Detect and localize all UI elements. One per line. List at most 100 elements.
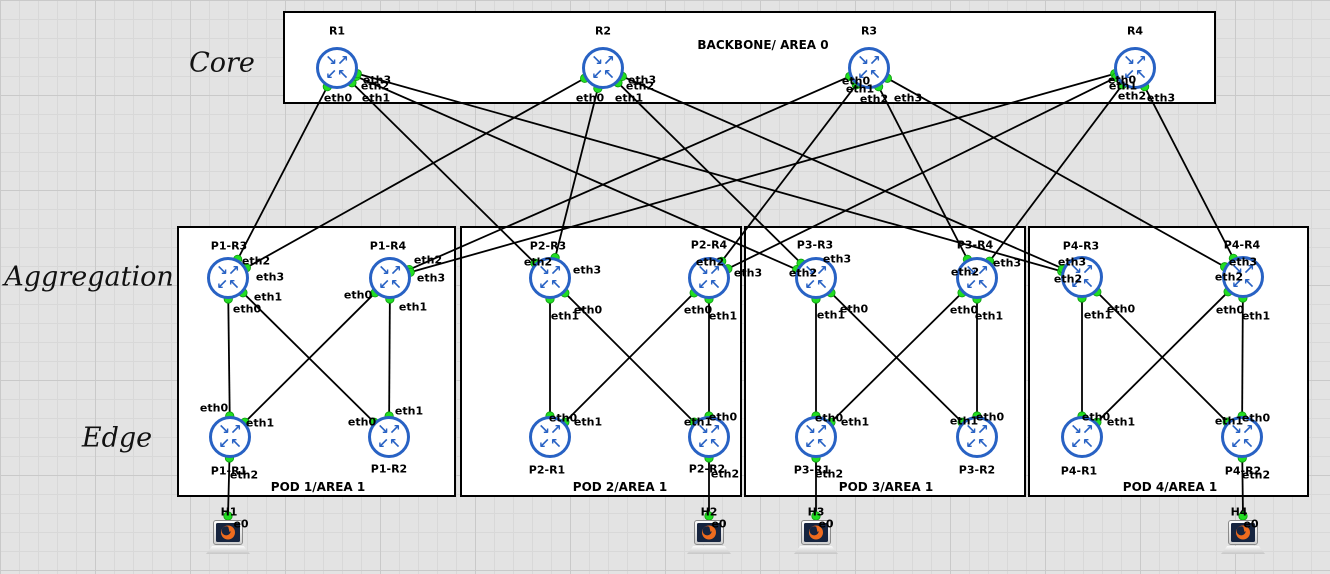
router-icon-arrow: ↖ xyxy=(337,67,349,83)
interface-label: eth3 xyxy=(572,263,602,277)
router-icon-arrow: ↖ xyxy=(389,436,401,452)
interface-label: e0 xyxy=(711,517,727,531)
router-icon-arrow: ↗ xyxy=(390,263,402,279)
router-icon-arrow: ↙ xyxy=(804,436,816,452)
link-line[interactable] xyxy=(1241,297,1244,417)
router-node-P4-R2[interactable]: ↘↗↙↖ xyxy=(1221,416,1263,458)
router-icon-arrow: ↘ xyxy=(538,263,550,279)
router-node-P2-R2[interactable]: ↘↗↙↖ xyxy=(688,416,730,458)
link-line[interactable] xyxy=(244,292,376,423)
zone-label: POD 2/AREA 1 xyxy=(572,480,668,494)
router-icon-arrow: ↘ xyxy=(1070,262,1082,278)
router-node-R1[interactable]: ↘↗↙↖ xyxy=(316,47,358,89)
interface-label: eth1 xyxy=(573,415,603,429)
router-icon-arrow: ↖ xyxy=(550,277,562,293)
router-icon-arrow: ↘ xyxy=(1070,422,1082,438)
host-node-H3[interactable] xyxy=(794,520,838,554)
link-line[interactable] xyxy=(236,86,329,260)
interface-label: eth1 xyxy=(361,91,391,105)
interface-label: eth0 xyxy=(343,288,373,302)
router-icon-arrow: ↗ xyxy=(230,422,242,438)
link-line[interactable] xyxy=(388,298,391,417)
host-node-H2[interactable] xyxy=(687,520,731,554)
router-name-label: R1 xyxy=(328,24,346,38)
zone-label: POD 4/AREA 1 xyxy=(1122,480,1218,494)
router-icon-arrow: ↖ xyxy=(1242,436,1254,452)
router-node-P1-R4[interactable]: ↘↗↙↖ xyxy=(369,257,411,299)
router-icon: ↘↗↙↖ xyxy=(691,260,727,296)
interface-label: eth2 xyxy=(695,255,725,269)
router-node-R3[interactable]: ↘↗↙↖ xyxy=(848,47,890,89)
router-icon: ↘↗↙↖ xyxy=(319,50,355,86)
interface-label: eth2 xyxy=(1053,272,1083,286)
host-icon xyxy=(801,520,831,545)
link-line[interactable] xyxy=(245,77,586,269)
router-node-P2-R3[interactable]: ↘↗↙↖ xyxy=(529,257,571,299)
router-icon: ↘↗↙↖ xyxy=(532,419,568,455)
router-icon: ↘↗↙↖ xyxy=(210,260,246,296)
router-name-label: R3 xyxy=(860,24,878,38)
section-label-core: Core xyxy=(189,47,255,79)
link-line[interactable] xyxy=(1241,457,1244,517)
router-node-P4-R4[interactable]: ↘↗↙↖ xyxy=(1222,256,1264,298)
host-node-H4[interactable] xyxy=(1221,520,1265,554)
link-line[interactable] xyxy=(554,88,599,258)
router-icon-arrow: ↖ xyxy=(977,277,989,293)
router-node-P3-R1[interactable]: ↘↗↙↖ xyxy=(795,416,837,458)
router-node-P4-R3[interactable]: ↘↗↙↖ xyxy=(1061,256,1103,298)
link-line[interactable] xyxy=(721,84,857,262)
interface-label: eth1 xyxy=(816,308,846,322)
host-name-label: H2 xyxy=(700,505,718,519)
link-line[interactable] xyxy=(617,82,802,264)
router-node-P2-R4[interactable]: ↘↗↙↖ xyxy=(688,257,730,299)
interface-label: eth2 xyxy=(788,266,818,280)
router-node-P3-R3[interactable]: ↘↗↙↖ xyxy=(795,257,837,299)
router-icon-arrow: ↘ xyxy=(377,422,389,438)
link-line[interactable] xyxy=(227,298,231,417)
router-node-P1-R2[interactable]: ↘↗↙↖ xyxy=(368,416,410,458)
host-icon-base xyxy=(794,546,838,554)
link-line[interactable] xyxy=(988,84,1124,262)
link-line[interactable] xyxy=(409,72,1116,274)
router-node-R4[interactable]: ↘↗↙↖ xyxy=(1114,47,1156,89)
host-screen-logo xyxy=(216,523,240,542)
router-icon-arrow: ↙ xyxy=(697,436,709,452)
interface-label: eth2 xyxy=(229,468,259,482)
router-name-label: P4-R3 xyxy=(1062,239,1100,253)
router-node-P4-R1[interactable]: ↘↗↙↖ xyxy=(1061,416,1103,458)
host-node-H1[interactable] xyxy=(206,520,250,554)
interface-label: eth1 xyxy=(550,309,580,323)
interface-label: eth3 xyxy=(992,256,1022,270)
interface-label: eth2 xyxy=(360,79,390,93)
router-name-label: P3-R3 xyxy=(796,238,834,252)
router-node-P1-R3[interactable]: ↘↗↙↖ xyxy=(207,257,249,299)
router-icon-arrow: ↘ xyxy=(1230,422,1242,438)
router-icon: ↘↗↙↖ xyxy=(798,260,834,296)
router-icon-arrow: ↙ xyxy=(325,67,337,83)
router-node-P3-R4[interactable]: ↘↗↙↖ xyxy=(956,257,998,299)
router-node-P2-R1[interactable]: ↘↗↙↖ xyxy=(529,416,571,458)
interface-label: eth0 xyxy=(232,302,262,316)
link-line[interactable] xyxy=(408,75,851,271)
link-line[interactable] xyxy=(830,292,963,423)
router-node-P1-R1[interactable]: ↘↗↙↖ xyxy=(209,416,251,458)
link-line[interactable] xyxy=(564,292,695,423)
link-line[interactable] xyxy=(351,82,536,264)
interface-label: eth3 xyxy=(1228,255,1258,269)
router-icon-arrow: ↖ xyxy=(603,67,615,83)
router-node-R2[interactable]: ↘↗↙↖ xyxy=(582,47,624,89)
link-line[interactable] xyxy=(621,75,1064,270)
link-line[interactable] xyxy=(1096,291,1229,423)
interface-label: e0 xyxy=(1243,517,1259,531)
link-line[interactable] xyxy=(242,292,375,423)
link-line[interactable] xyxy=(227,457,231,517)
link-line[interactable] xyxy=(727,76,1117,270)
link-line[interactable] xyxy=(1143,86,1235,259)
interface-label: eth2 xyxy=(1117,89,1147,103)
router-node-P3-R2[interactable]: ↘↗↙↖ xyxy=(956,416,998,458)
router-name-label: R4 xyxy=(1126,24,1144,38)
interface-label: eth0 xyxy=(839,302,869,316)
zone-box-backbone[interactable] xyxy=(283,11,1216,104)
interface-label: eth0 xyxy=(575,91,605,105)
router-icon: ↘↗↙↖ xyxy=(1117,50,1153,86)
